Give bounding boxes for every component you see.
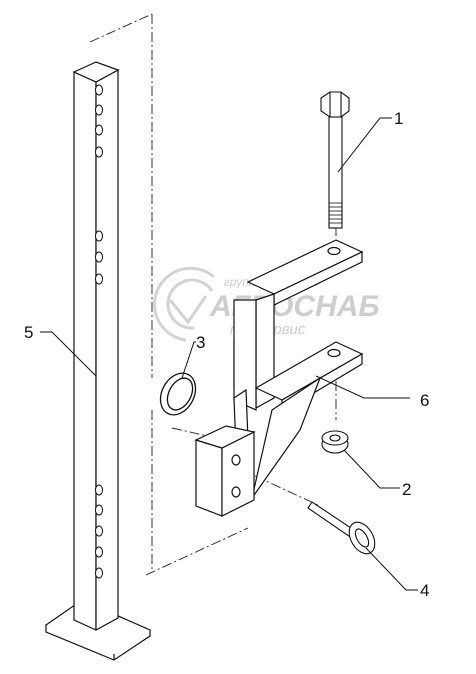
callout-3: 3 (196, 333, 205, 352)
callout-6: 6 (420, 391, 429, 410)
pin-ring-inner (354, 528, 370, 548)
callout-5: 5 (24, 323, 33, 342)
part-4-pin (307, 501, 376, 555)
post-holes (95, 84, 103, 579)
leader-4 (365, 547, 418, 591)
part-1-bolt (320, 91, 350, 229)
part-5-vertical-post (44, 61, 152, 661)
mounting-plane-outline (89, 13, 337, 576)
clamp-block (194, 425, 256, 517)
leader-3 (181, 341, 196, 379)
bolt-head (320, 91, 350, 118)
clamp-front (195, 439, 223, 517)
part-2-nut (321, 430, 349, 454)
leader-lines (40, 117, 418, 591)
bracket-lower-hole (327, 348, 341, 358)
bolt-shank (328, 116, 343, 229)
clamp-hole-lower (231, 486, 241, 498)
post-base-plate-edge (45, 625, 151, 661)
clamp-hole-upper (231, 454, 241, 466)
bracket-upper-hole (327, 246, 341, 256)
part-3-spring-ring (159, 372, 197, 416)
leader-6 (315, 375, 410, 399)
callouts: 1 2 3 4 5 6 (24, 109, 429, 600)
callout-2: 2 (402, 480, 411, 499)
part-6-bracket (233, 239, 364, 499)
bolt-thread (329, 202, 342, 224)
callout-4: 4 (420, 581, 429, 600)
callout-1: 1 (394, 109, 403, 128)
nut-hole (329, 434, 341, 442)
bracket-brace (251, 376, 322, 499)
watermark-logo (153, 266, 215, 342)
leader-1 (337, 117, 392, 173)
post-front-face (73, 71, 97, 631)
leader-2 (343, 449, 400, 489)
clamp-top (194, 425, 256, 449)
bracket-vertical-face (233, 299, 257, 411)
leader-5 (40, 331, 97, 377)
post-top-face (72, 61, 120, 83)
